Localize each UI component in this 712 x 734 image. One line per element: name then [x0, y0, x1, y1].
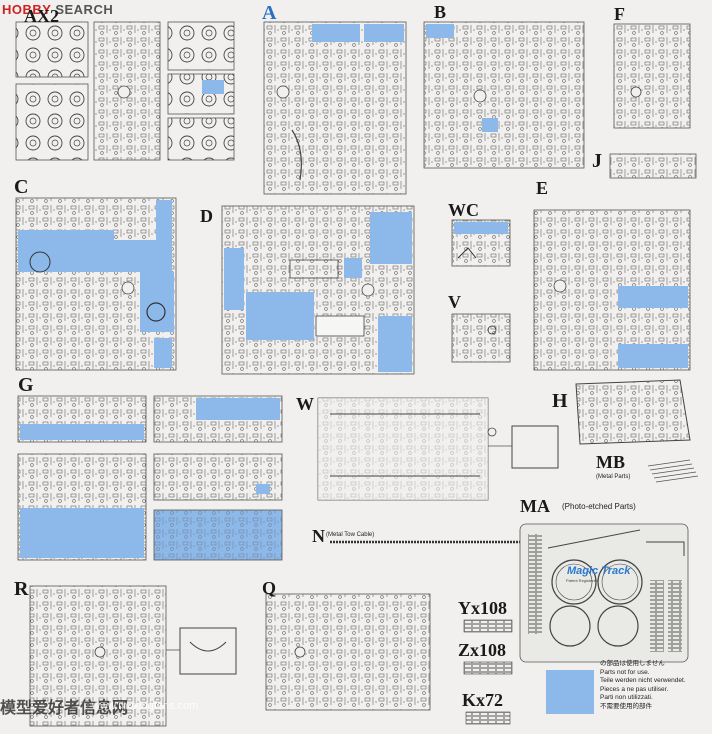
sprue-c — [15, 197, 177, 371]
caption-mb: (Metal Parts) — [596, 474, 631, 480]
label-wc: WC — [448, 200, 479, 220]
label-j: J — [592, 150, 602, 172]
sprue-g — [17, 395, 283, 561]
sprue-d — [221, 205, 415, 375]
label-mb: MB — [596, 452, 625, 472]
sprue-h — [575, 379, 691, 445]
track-kx-label: Kx72 — [462, 690, 504, 710]
label-w: W — [296, 394, 314, 414]
not-used-swatch — [546, 670, 594, 714]
notice-line-it: Parti non utilizzati. — [600, 694, 653, 701]
sprue-r — [29, 585, 237, 727]
notice-line-fr: Pieces a ne pas utiliser. — [600, 685, 669, 693]
label-g: G — [18, 374, 34, 396]
label-ma: MA — [520, 496, 550, 516]
label-f: F — [614, 4, 625, 24]
sprue-b — [423, 21, 585, 169]
sprue-wc — [451, 219, 511, 267]
hobby-search-logo: HOBBY SEARCH — [2, 2, 113, 17]
watermark-text: 模型爱好者信息网 — [0, 700, 129, 717]
sprue-f — [613, 23, 691, 129]
caption-ma: (Photo-etched Parts) — [562, 502, 636, 511]
notice-line-ja: の部品は使用しません — [600, 660, 665, 667]
sprue-a — [263, 21, 407, 195]
sprue-j — [609, 153, 697, 179]
sprue-e — [533, 209, 691, 371]
magic-track-subtitle: Patent Registered — [566, 578, 599, 583]
track-yx-label: Yx108 — [458, 598, 507, 618]
label-e: E — [536, 178, 549, 198]
label-d: D — [200, 206, 213, 226]
sprue-v — [451, 313, 511, 363]
sprue-w — [317, 397, 559, 501]
label-c: C — [14, 176, 29, 198]
label-ax2: AX2 — [24, 6, 59, 26]
caption-n: (Metal Tow Cable) — [326, 532, 375, 538]
label-b: B — [434, 2, 447, 22]
label-v: V — [448, 292, 461, 312]
sprue-q — [265, 593, 431, 711]
label-q: Q — [262, 578, 277, 598]
label-h: H — [552, 390, 568, 412]
notice-line-en: Parts not for use. — [600, 668, 650, 676]
notice-line-de: Teile werden nicht verwendet. — [600, 677, 686, 684]
sprue-ma — [519, 523, 689, 663]
track-zx-label: Zx108 — [458, 640, 507, 660]
logo-suffix: SEARCH — [51, 2, 114, 17]
label-a: A — [262, 2, 277, 24]
sprue-ax2 — [15, 21, 235, 161]
logo-prefix: HOBBY — [2, 2, 52, 17]
magic-track-logo: Magic Track — [567, 565, 631, 577]
notice-line-zh: 不需要使用的部件 — [600, 702, 652, 710]
label-n: N — [312, 526, 325, 546]
not-used-notice: の部品は使用しません Parts not for use. Teile werd… — [600, 660, 686, 711]
sprue-mb — [647, 459, 699, 483]
label-r: R — [14, 578, 29, 600]
track-links — [463, 619, 513, 725]
watermark-url: www.moxingfans.com — [92, 700, 199, 712]
